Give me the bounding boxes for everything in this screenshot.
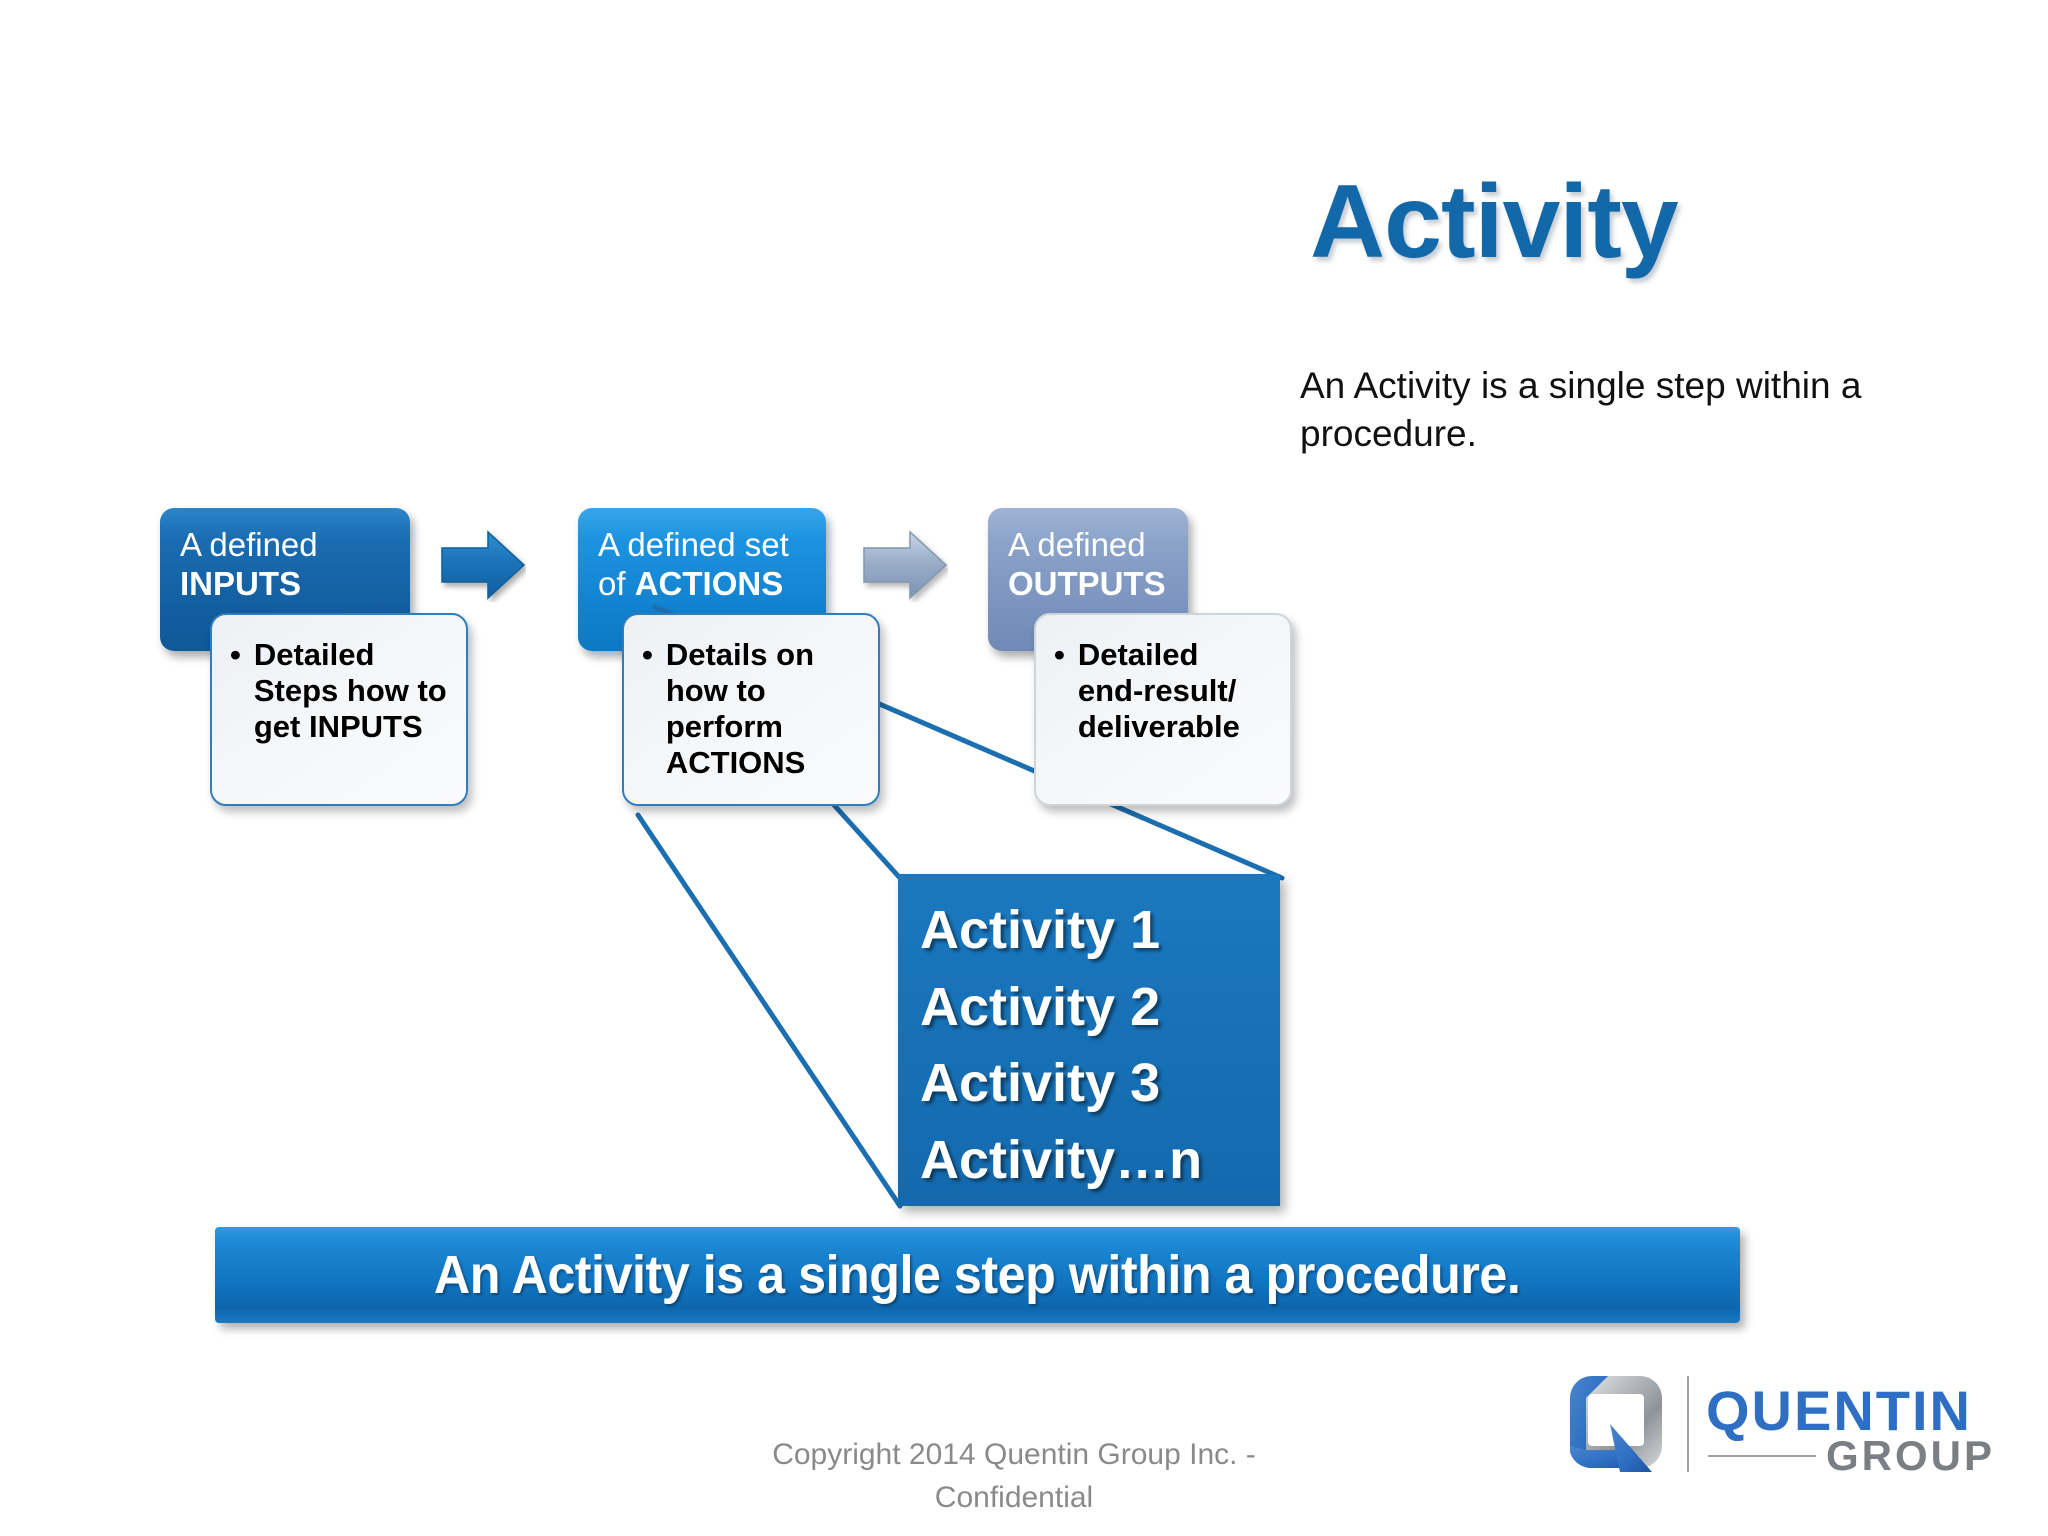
footer-copyright: Copyright 2014 Quentin Group Inc. - Conf… (724, 1434, 1304, 1519)
logo-secondary-text: GROUP (1826, 1432, 1995, 1479)
callout-card-actions: • Details on how to perform ACTIONS (622, 613, 880, 806)
process-box-actions-line2: of ACTIONS (598, 565, 806, 604)
activity-list-box[interactable]: Activity 1 Activity 2 Activity 3 Activit… (898, 874, 1280, 1206)
q-mark-icon (1570, 1376, 1662, 1472)
footer-line-1: Copyright 2014 Quentin Group Inc. - (772, 1438, 1256, 1471)
bullet-icon: • (642, 637, 653, 672)
quentin-group-logo: QUENTIN GROUP (1548, 1368, 1998, 1500)
list-item: Activity 3 (920, 1053, 1161, 1114)
slide-subtitle: An Activity is a single step within a pr… (1300, 365, 1862, 455)
process-box-outputs-lead: A defined (1008, 526, 1146, 563)
arrow-right-icon (440, 528, 526, 602)
logo-primary-text: QUENTIN (1706, 1379, 1972, 1442)
callout-outputs-text: Detailed end-result/ deliverable (1077, 637, 1240, 744)
process-box-actions-lead: A defined set (598, 526, 789, 563)
callout-card-outputs: • Detailed end-result/ deliverable (1034, 613, 1292, 806)
arrow-right-icon (862, 528, 948, 602)
bullet-icon: • (230, 637, 241, 672)
summary-banner: An Activity is a single step within a pr… (215, 1227, 1740, 1323)
summary-banner-text: An Activity is a single step within a pr… (434, 1245, 1521, 1305)
process-box-inputs-emphasis: INPUTS (180, 564, 302, 602)
process-box-actions-lead2: of (598, 564, 626, 602)
footer-line-2: Confidential (934, 1480, 1094, 1514)
callout-actions-text: Details on how to perform ACTIONS (665, 637, 815, 780)
callout-inputs-text: Detailed Steps how to get INPUTS (253, 637, 447, 744)
process-box-inputs-lead: A defined (180, 526, 318, 563)
callout-card-inputs: • Detailed Steps how to get INPUTS (210, 613, 468, 806)
list-item: Activity…n (920, 1130, 1203, 1191)
list-item: Activity 1 (920, 900, 1161, 960)
page-title: Activity (1310, 164, 1679, 280)
process-box-outputs-emphasis: OUTPUTS (1008, 564, 1166, 602)
bullet-icon: • (1054, 637, 1065, 672)
process-box-actions-emphasis: ACTIONS (634, 564, 784, 602)
list-item: Activity 2 (920, 976, 1161, 1037)
